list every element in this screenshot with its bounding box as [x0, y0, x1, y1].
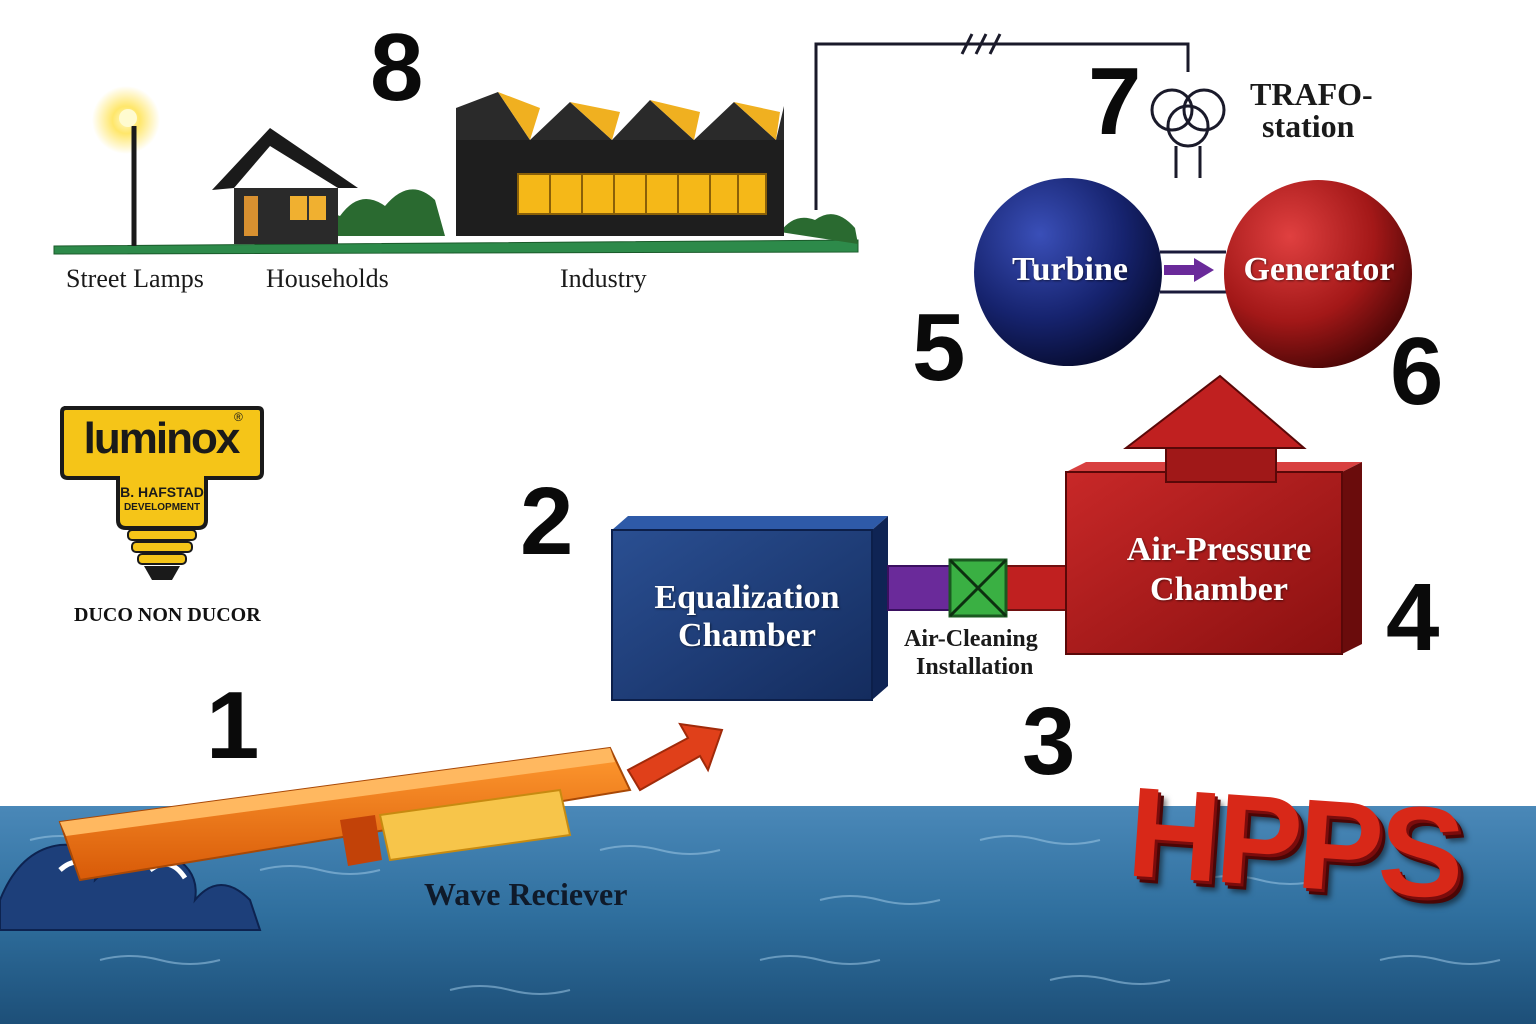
street-lamp-icon: [92, 86, 160, 246]
arrow-icon: [626, 722, 724, 792]
logo-line1: B. HAFSTAD: [120, 484, 204, 500]
transformer-symbol-icon: [1150, 88, 1226, 178]
step-number-5: 5: [912, 294, 966, 401]
step-number-8: 8: [370, 14, 424, 121]
turbine-sphere: [974, 178, 1162, 366]
logo-line2: DEVELOPMENT: [123, 502, 201, 513]
house-icon: [212, 128, 358, 244]
air-pressure-label-line2: Chamber: [1150, 571, 1288, 608]
logo-registered-mark: ®: [234, 410, 243, 424]
air-pressure-chamber-box: [1065, 374, 1362, 655]
industry-label: Industry: [560, 264, 647, 293]
hpps-title: HPPS: [1123, 760, 1466, 927]
turbine-label: Turbine: [1012, 251, 1128, 288]
trafo-label-line1: TRAFO-: [1250, 76, 1373, 112]
wave-receiver-icon: [58, 746, 632, 882]
step-number-4: 4: [1386, 564, 1440, 671]
air-pressure-label-line1: Air-Pressure: [1126, 531, 1312, 568]
light-bulb-icon: [127, 529, 197, 580]
generator-label: Generator: [1243, 251, 1395, 288]
households-label: Households: [266, 264, 389, 293]
logo-brand: luminox: [83, 414, 241, 463]
air-cleaning-label-line1: Air-Cleaning: [904, 626, 1038, 652]
step-number-3: 3: [1022, 688, 1076, 795]
equalization-label-line1: Equalization: [654, 579, 840, 616]
equalization-chamber-box: [611, 516, 888, 701]
step-number-2: 2: [520, 468, 574, 575]
valve-icon: [948, 558, 1008, 618]
step-number-7: 7: [1088, 48, 1142, 155]
pipe-purple: [887, 565, 951, 611]
step-number-1: 1: [206, 672, 260, 779]
wave-receiver-label: Wave Reciever: [424, 876, 628, 912]
logo-motto: DUCO NON DUCOR: [74, 604, 261, 626]
step-number-6: 6: [1390, 318, 1444, 425]
equalization-label-line2: Chamber: [678, 617, 816, 654]
arrow-icon: [1164, 258, 1214, 282]
air-cleaning-label-line2: Installation: [916, 654, 1034, 680]
trafo-label-line2: station: [1262, 108, 1355, 144]
street-lamps-label: Street Lamps: [66, 264, 204, 293]
ground-strip: [53, 239, 859, 255]
sea-ripples: [29, 835, 1501, 995]
logo-badge: [60, 406, 264, 580]
power-line: [814, 42, 1190, 210]
factory-icon: [456, 92, 784, 236]
generator-sphere: [1224, 180, 1412, 368]
